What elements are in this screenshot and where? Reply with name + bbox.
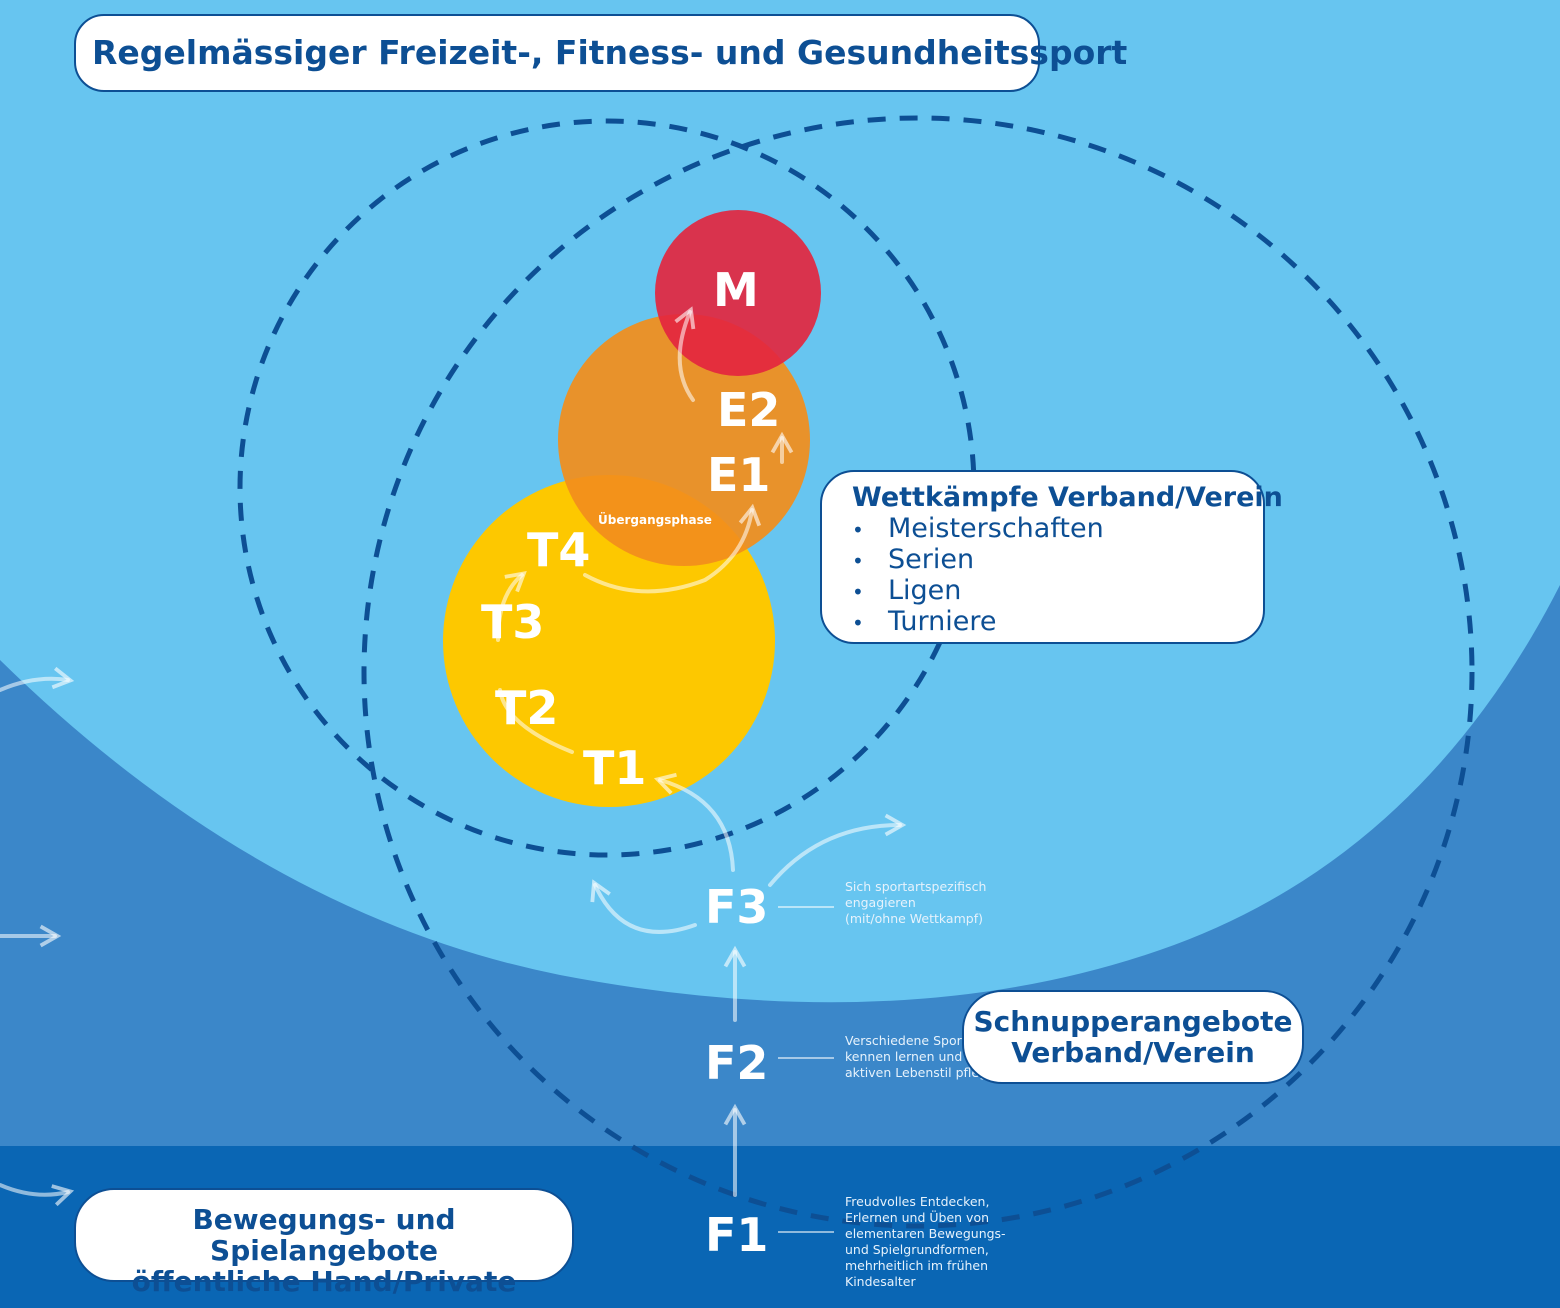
wettkampf-item: •Serien xyxy=(852,544,975,575)
wettkampf-item: •Turniere xyxy=(852,606,997,637)
desc-f2-line: Verschiedene Spor xyxy=(845,1033,962,1048)
arrow-t3-t4 xyxy=(496,570,527,642)
desc-f1-line: mehrheitlich im frühen xyxy=(845,1258,989,1273)
desc-f3: Sich sportartspezifisch engagieren (mit/… xyxy=(845,879,986,927)
schnupper-box: Schnupperangebote Verband/Verein xyxy=(962,990,1304,1084)
arrow-f3-right xyxy=(768,813,907,887)
desc-connectors xyxy=(778,906,834,1233)
bewegung-box: Bewegungs- und Spielangebote öffentliche… xyxy=(74,1188,574,1297)
schnupper-line: Verband/Verein xyxy=(1011,1036,1255,1069)
transition-label: Übergangsphase xyxy=(598,513,712,527)
desc-f1-line: elementaren Bewegungs- xyxy=(845,1226,1006,1241)
desc-f1: Freudvolles Entdecken, Erlernen und Üben… xyxy=(845,1194,1006,1290)
flow-arrows xyxy=(0,306,907,1207)
circle-e xyxy=(558,314,810,566)
desc-f3-line: Sich sportartspezifisch xyxy=(845,879,987,894)
arrow-f3-left xyxy=(590,879,697,934)
arrow-left-1 xyxy=(0,666,75,692)
wettkampf-item-label: Meisterschaften xyxy=(888,513,1104,544)
wettkampf-box: Wettkämpfe Verband/Verein •Meisterschaft… xyxy=(820,470,1283,644)
level-f1: F1 xyxy=(705,1208,769,1262)
wettkampf-item-label: Ligen xyxy=(888,575,962,606)
wettkampf-item-label: Serien xyxy=(888,544,975,575)
level-f2: F2 xyxy=(705,1036,769,1090)
bewegung-line: Bewegungs- und Spielangebote xyxy=(192,1203,456,1267)
arrow-f3-t1 xyxy=(653,772,735,872)
level-m: M xyxy=(713,263,759,317)
level-t1: T1 xyxy=(583,741,647,795)
arrow-t1-t2 xyxy=(498,688,574,754)
level-e2: E2 xyxy=(717,383,781,437)
desc-f1-line: und Spielgrundformen, xyxy=(845,1242,989,1257)
arrow-e2-m xyxy=(674,306,696,402)
level-t4: T4 xyxy=(527,523,591,577)
arrow-left-3 xyxy=(0,1183,75,1207)
level-t3: T3 xyxy=(481,595,545,649)
wettkampf-heading: Wettkämpfe Verband/Verein xyxy=(852,482,1283,513)
desc-f3-line: engagieren xyxy=(845,895,916,910)
desc-f2-line: kennen lernen und xyxy=(845,1049,963,1064)
desc-f1-line: Erlernen und Üben von xyxy=(845,1210,990,1225)
wettkampf-item: •Meisterschaften xyxy=(852,513,1104,544)
dashed-circle-outer xyxy=(361,115,1475,1229)
circle-m xyxy=(655,210,821,376)
wettkampf-list: •Meisterschaften •Serien •Ligen •Turnier… xyxy=(852,514,1263,638)
desc-f1-line: Kindesalter xyxy=(845,1274,916,1289)
desc-f1-line: Freudvolles Entdecken, xyxy=(845,1194,990,1209)
desc-f3-line: (mit/ohne Wettkampf) xyxy=(845,911,983,926)
bewegung-line: öffentliche Hand/Private xyxy=(131,1265,517,1298)
wettkampf-item: •Ligen xyxy=(852,575,962,606)
arrow-t4-e1 xyxy=(583,503,762,594)
level-e1: E1 xyxy=(707,448,771,502)
wettkampf-item-label: Turniere xyxy=(888,606,997,637)
schnupper-line: Schnupperangebote xyxy=(973,1005,1293,1038)
level-f3: F3 xyxy=(705,880,769,934)
desc-f2-line: aktiven Lebenstil pflege xyxy=(845,1065,995,1080)
desc-f2: Verschiedene Spor kennen lernen und akti… xyxy=(845,1033,995,1081)
level-t2: T2 xyxy=(495,681,559,735)
page-title: Regelmässiger Freizeit-, Fitness- und Ge… xyxy=(74,14,1127,92)
